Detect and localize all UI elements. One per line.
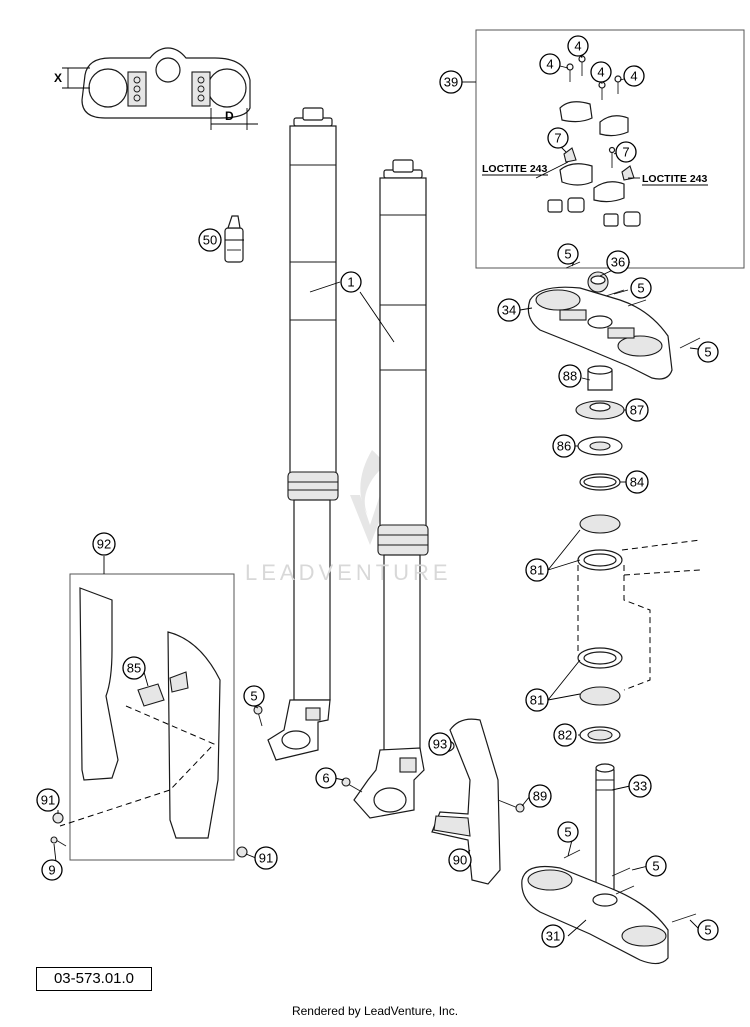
top-clamp-dimension-drawing: X D bbox=[54, 47, 258, 130]
dimension-x-label: X bbox=[54, 71, 62, 85]
callout-92: 92 bbox=[92, 532, 116, 556]
svg-text:7: 7 bbox=[622, 145, 629, 160]
callout-5: 5 bbox=[557, 243, 579, 265]
svg-text:84: 84 bbox=[630, 475, 644, 490]
svg-text:93: 93 bbox=[433, 737, 447, 752]
callout-9: 9 bbox=[41, 859, 63, 881]
svg-text:9: 9 bbox=[48, 863, 55, 878]
svg-text:39: 39 bbox=[444, 75, 458, 90]
callout-4: 4 bbox=[539, 53, 561, 75]
callout-89: 89 bbox=[528, 784, 552, 808]
handlebar-clamp-parts: LOCTITE 243 LOCTITE 243 bbox=[462, 51, 708, 227]
diagram-code: 03-573.01.0 bbox=[36, 967, 152, 991]
steering-stem-lower-clamp bbox=[521, 763, 697, 965]
svg-text:1: 1 bbox=[347, 275, 354, 290]
svg-text:90: 90 bbox=[453, 853, 467, 868]
callout-91: 91 bbox=[254, 846, 278, 870]
svg-text:4: 4 bbox=[546, 57, 553, 72]
watermark-text: LEADVENTURE bbox=[245, 560, 452, 585]
footer-credit: Rendered by LeadVenture, Inc. bbox=[291, 1004, 459, 1018]
svg-text:5: 5 bbox=[704, 923, 711, 938]
svg-text:81: 81 bbox=[530, 693, 544, 708]
callout-39: 39 bbox=[439, 70, 463, 94]
svg-text:89: 89 bbox=[533, 789, 547, 804]
svg-text:91: 91 bbox=[259, 851, 273, 866]
callout-7: 7 bbox=[615, 141, 637, 163]
dimension-d-label: D bbox=[225, 109, 234, 123]
svg-text:5: 5 bbox=[652, 859, 659, 874]
callout-93: 93 bbox=[428, 732, 452, 756]
grease-tube-50 bbox=[224, 215, 244, 263]
fork-guards bbox=[50, 587, 248, 858]
callout-36: 36 bbox=[606, 250, 630, 274]
fork-leg-left bbox=[267, 107, 339, 761]
svg-text:4: 4 bbox=[574, 39, 581, 54]
svg-text:82: 82 bbox=[558, 728, 572, 743]
svg-text:34: 34 bbox=[502, 303, 516, 318]
callout-5: 5 bbox=[630, 277, 652, 299]
callout-82: 82 bbox=[553, 723, 577, 747]
callout-1: 1 bbox=[340, 271, 362, 293]
callout-91: 91 bbox=[36, 788, 60, 812]
callout-5: 5 bbox=[243, 685, 265, 707]
callout-81: 81 bbox=[525, 688, 549, 712]
svg-text:5: 5 bbox=[250, 689, 257, 704]
callout-33: 33 bbox=[628, 774, 652, 798]
callout-4: 4 bbox=[623, 65, 645, 87]
svg-text:36: 36 bbox=[611, 255, 625, 270]
callout-5: 5 bbox=[645, 855, 667, 877]
callout-85: 85 bbox=[122, 656, 146, 680]
svg-text:92: 92 bbox=[97, 537, 111, 552]
callout-90: 90 bbox=[448, 848, 472, 872]
callout-34: 34 bbox=[497, 298, 521, 322]
svg-text:50: 50 bbox=[203, 233, 217, 248]
svg-text:31: 31 bbox=[546, 929, 560, 944]
svg-text:33: 33 bbox=[633, 779, 647, 794]
callout-84: 84 bbox=[625, 470, 649, 494]
svg-text:91: 91 bbox=[41, 793, 55, 808]
callout-81: 81 bbox=[525, 558, 549, 582]
bolt-6 bbox=[341, 777, 363, 793]
svg-text:86: 86 bbox=[557, 439, 571, 454]
svg-text:5: 5 bbox=[564, 247, 571, 262]
svg-text:85: 85 bbox=[127, 661, 141, 676]
svg-text:5: 5 bbox=[704, 345, 711, 360]
steering-bearing-stack bbox=[575, 365, 701, 744]
callout-7: 7 bbox=[547, 127, 569, 149]
svg-text:6: 6 bbox=[322, 771, 329, 786]
svg-text:5: 5 bbox=[564, 825, 571, 840]
svg-text:5: 5 bbox=[637, 281, 644, 296]
callout-5: 5 bbox=[697, 341, 719, 363]
svg-text:81: 81 bbox=[530, 563, 544, 578]
callout-4: 4 bbox=[567, 35, 589, 57]
callout-6: 6 bbox=[315, 767, 337, 789]
callout-5: 5 bbox=[557, 821, 579, 843]
kit-box-92 bbox=[69, 573, 235, 861]
callout-4: 4 bbox=[590, 61, 612, 83]
callout-5: 5 bbox=[697, 919, 719, 941]
svg-text:87: 87 bbox=[630, 403, 644, 418]
upper-triple-clamp bbox=[527, 261, 701, 380]
axle-clamp-bolt bbox=[253, 705, 263, 727]
callout-87: 87 bbox=[625, 398, 649, 422]
svg-text:4: 4 bbox=[630, 69, 637, 84]
svg-text:88: 88 bbox=[563, 369, 577, 384]
callout-86: 86 bbox=[552, 434, 576, 458]
loctite-label-left: LOCTITE 243 bbox=[482, 163, 548, 175]
callout-50: 50 bbox=[198, 228, 222, 252]
svg-text:4: 4 bbox=[597, 65, 604, 80]
callout-31: 31 bbox=[541, 924, 565, 948]
fork-leg-right bbox=[353, 159, 429, 819]
callout-88: 88 bbox=[558, 364, 582, 388]
loctite-label-right: LOCTITE 243 bbox=[642, 173, 708, 185]
svg-text:7: 7 bbox=[554, 131, 561, 146]
